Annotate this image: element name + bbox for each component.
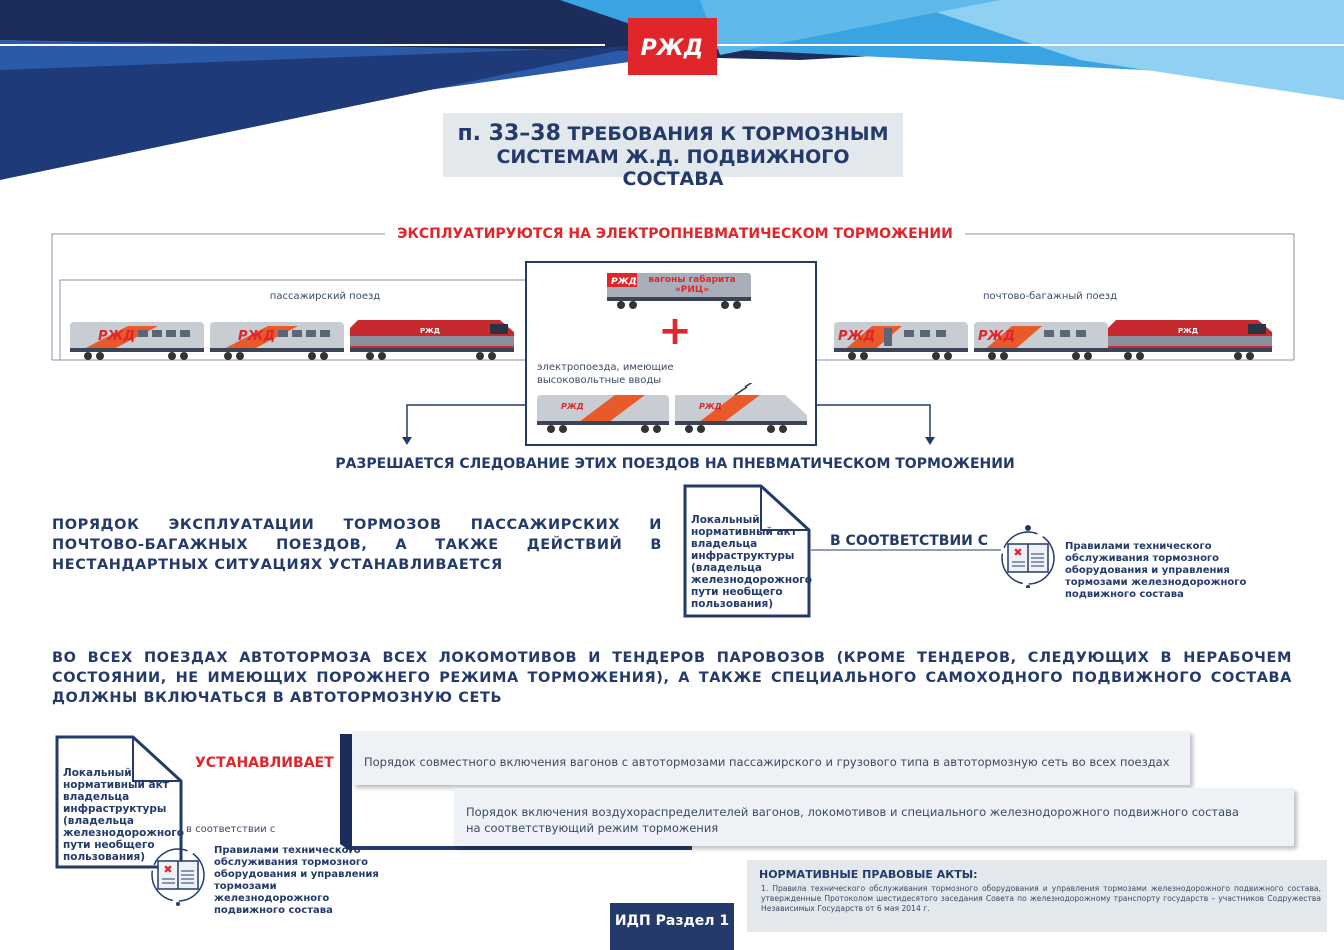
svg-text:РЖД: РЖД bbox=[561, 402, 584, 411]
svg-text:РЖД: РЖД bbox=[978, 329, 1015, 344]
section3-text: ВО ВСЕХ ПОЕЗДАХ АВТОТОРМОЗА ВСЕХ ЛОКОМОТ… bbox=[52, 650, 1292, 706]
section1-footer: РАЗРЕШАЕТСЯ СЛЕДОВАНИЕ ЭТИХ ПОЕЗДОВ НА П… bbox=[335, 456, 1015, 472]
rule-box-2-line1: Порядок включения воздухораспределителей… bbox=[466, 805, 1239, 819]
mail-baggage-train: РЖД РЖД РЖД bbox=[834, 320, 1272, 360]
section4-rules: Правилами технического обслуживания торм… bbox=[214, 845, 379, 916]
electric-train: РЖД РЖД bbox=[537, 383, 807, 433]
mail-train-label: почтово-багажный поезд bbox=[983, 291, 1117, 302]
svg-text:РЖД: РЖД bbox=[838, 329, 875, 344]
svg-text:РЖД: РЖД bbox=[238, 329, 275, 344]
rzd-logo: РЖД bbox=[628, 18, 717, 75]
legal-heading: НОРМАТИВНЫЕ ПРАВОВЫЕ АКТЫ: bbox=[759, 868, 978, 881]
svg-text:РЖД: РЖД bbox=[699, 402, 722, 411]
section2-text: ПОРЯДОК ЭКСПЛУАТАЦИИ ТОРМОЗОВ ПАССАЖИРСК… bbox=[52, 517, 662, 573]
ric-label-2: «РИЦ» bbox=[674, 285, 710, 295]
svg-text:РЖД: РЖД bbox=[611, 277, 637, 287]
passenger-train: РЖД РЖД РЖД bbox=[70, 320, 514, 360]
section4-book-icon: ✖ bbox=[148, 843, 208, 907]
svg-text:✖: ✖ bbox=[1013, 546, 1022, 559]
ric-label-1: вагоны габарита bbox=[648, 275, 736, 285]
section4-doc-text: Локальный нормативный акт владельца инфр… bbox=[63, 767, 184, 863]
passenger-train-label: пассажирский поезд bbox=[269, 291, 381, 302]
svg-text:РЖД: РЖД bbox=[98, 329, 135, 344]
header-decoration bbox=[0, 0, 1344, 180]
section4-according: в соответствии с bbox=[186, 824, 276, 835]
title-prefix: п. 33–38 bbox=[457, 121, 561, 146]
legal-acts-box: НОРМАТИВНЫЕ ПРАВОВЫЕ АКТЫ: 1. Правила те… bbox=[747, 860, 1327, 932]
svg-text:РЖД: РЖД bbox=[641, 36, 704, 61]
section1-heading: ЭКСПЛУАТИРУЮТСЯ НА ЭЛЕКТРОПНЕВМАТИЧЕСКОМ… bbox=[397, 226, 953, 242]
svg-text:✖: ✖ bbox=[163, 863, 172, 876]
section4-doc: Локальный нормативный акт владельца инфр… bbox=[55, 735, 184, 869]
rule-box-2: Порядок включения воздухораспределителей… bbox=[454, 788, 1294, 846]
section4-divider bbox=[340, 734, 692, 852]
plus-sign: + bbox=[658, 308, 692, 354]
section2-connector: В СООТВЕТСТВИИ С bbox=[830, 533, 989, 549]
title-line1: ТРЕБОВАНИЯ К ТОРМОЗНЫМ bbox=[567, 123, 889, 145]
section2-doc-text: Локальный нормативный акт владельца инфр… bbox=[691, 514, 812, 610]
rules-book-icon: ✖ bbox=[998, 524, 1058, 589]
rule-box-1: Порядок совместного включения вагонов с … bbox=[352, 731, 1190, 785]
center-train-box: РЖД вагоны габарита «РИЦ» + электропоезд… bbox=[525, 261, 817, 446]
title-line2: СИСТЕМАМ Ж.Д. ПОДВИЖНОГО СОСТАВА bbox=[496, 146, 850, 190]
ric-car: РЖД bbox=[607, 273, 751, 309]
footer-badge: ИДП Раздел 1 bbox=[610, 903, 734, 950]
rule-box-1-text: Порядок совместного включения вагонов с … bbox=[364, 755, 1170, 769]
rule-box-2-line2: на соответствующий режим торможения bbox=[466, 821, 719, 835]
svg-text:РЖД: РЖД bbox=[420, 327, 440, 335]
section2-rules: Правилами технического обслуживания торм… bbox=[1065, 541, 1247, 600]
emu-label: электропоезда, имеющие высоковольтные вв… bbox=[537, 362, 674, 386]
title-box: п. 33–38 ТРЕБОВАНИЯ К ТОРМОЗНЫМ СИСТЕМАМ… bbox=[443, 113, 903, 190]
section2-doc: Локальный нормативный акт владельца инфр… bbox=[683, 484, 812, 618]
section4-establishes: УСТАНАВЛИВАЕТ bbox=[195, 755, 334, 771]
svg-text:РЖД: РЖД bbox=[1178, 327, 1198, 335]
footer-badge-text: ИДП Раздел 1 bbox=[614, 913, 730, 929]
connector-line bbox=[811, 549, 1001, 551]
legal-item: 1. Правила технического обслуживания тор… bbox=[761, 884, 1321, 913]
